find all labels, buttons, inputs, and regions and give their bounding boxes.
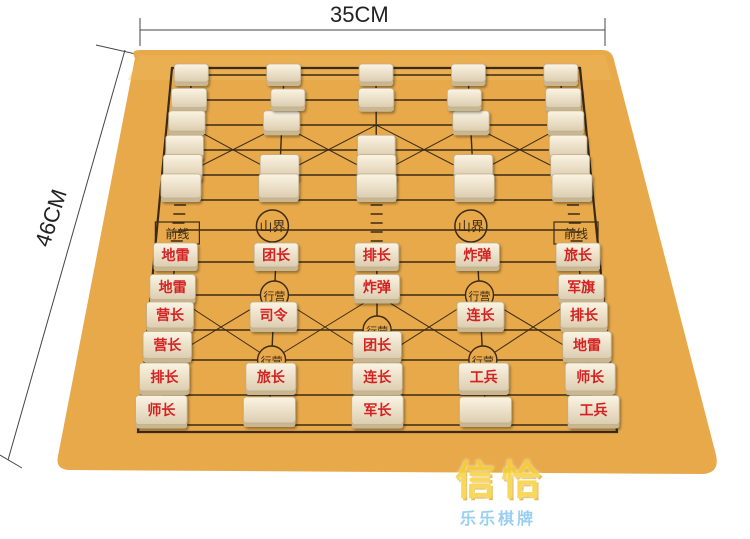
piece-label: 师长 (147, 402, 176, 419)
piece-label: 工兵 (470, 369, 498, 386)
hidden-piece[interactable] (270, 88, 306, 111)
red-piece[interactable]: 排长 (560, 301, 608, 332)
piece-label: 司令 (260, 307, 289, 324)
red-piece[interactable]: 团长 (253, 242, 299, 271)
red-piece[interactable]: 旅长 (245, 362, 297, 395)
piece-label: 炸弹 (463, 247, 491, 264)
red-piece[interactable]: 营长 (146, 301, 194, 332)
hidden-piece[interactable] (358, 63, 394, 86)
red-piece[interactable]: 地雷 (149, 274, 196, 304)
red-piece[interactable]: 地雷 (153, 242, 198, 271)
red-piece[interactable]: 团长 (352, 331, 402, 363)
camp-marker-label: 山界 (458, 220, 484, 235)
piece-label: 连长 (467, 307, 496, 324)
piece-label: 团长 (363, 337, 392, 354)
red-piece[interactable]: 旅长 (555, 242, 601, 271)
width-dimension-label: 35CM (330, 2, 389, 27)
hidden-piece[interactable] (545, 88, 582, 112)
piece-label: 团长 (262, 247, 291, 264)
station-label: 行营 (263, 289, 285, 303)
piece-label: 排长 (150, 369, 179, 386)
red-piece[interactable]: 工兵 (458, 362, 510, 395)
red-piece[interactable]: 炸弹 (454, 242, 500, 271)
piece-label: 师长 (576, 369, 605, 386)
hidden-piece[interactable] (173, 63, 209, 86)
piece-label: 军长 (363, 402, 392, 419)
hidden-piece[interactable] (551, 173, 593, 202)
piece-label: 工兵 (580, 402, 608, 419)
piece-label: 排长 (363, 247, 392, 264)
piece-label: 旅长 (257, 369, 286, 386)
hidden-piece[interactable] (266, 63, 302, 86)
piece-label: 连长 (363, 369, 392, 386)
hidden-piece[interactable] (160, 173, 202, 202)
piece-label: 营长 (156, 307, 185, 324)
red-piece[interactable]: 师长 (135, 395, 188, 429)
red-piece[interactable]: 连长 (456, 301, 505, 332)
red-piece[interactable]: 炸弹 (353, 274, 401, 304)
camp-marker-circle (255, 209, 290, 243)
hidden-piece[interactable] (452, 110, 490, 136)
red-piece[interactable]: 司令 (249, 301, 298, 332)
diagonal-line (376, 294, 484, 361)
hidden-piece[interactable] (446, 88, 482, 111)
red-piece[interactable]: 连长 (351, 362, 403, 395)
hidden-piece[interactable] (170, 88, 207, 112)
red-piece[interactable]: 军长 (351, 395, 404, 429)
frontline-label: 前线 (564, 226, 588, 241)
blank-piece[interactable] (243, 396, 296, 427)
station-label: 行营 (468, 289, 490, 303)
hidden-piece[interactable] (547, 110, 585, 136)
brand-watermark-sub: 乐乐棋牌 (460, 509, 537, 528)
red-piece[interactable]: 排长 (138, 362, 190, 395)
hidden-piece[interactable] (451, 63, 486, 86)
hidden-piece[interactable] (453, 173, 495, 202)
hidden-piece[interactable] (262, 110, 301, 136)
piece-label: 排长 (570, 307, 599, 324)
hidden-piece[interactable] (258, 173, 300, 202)
red-piece[interactable]: 工兵 (567, 395, 620, 429)
piece-label: 地雷 (162, 247, 190, 264)
red-piece[interactable]: 排长 (354, 242, 400, 271)
piece-label: 营长 (153, 337, 182, 354)
red-piece[interactable]: 师长 (564, 362, 616, 395)
frontline-label: 前线 (165, 226, 189, 241)
hidden-piece[interactable] (543, 63, 579, 86)
hidden-piece[interactable] (168, 110, 206, 136)
hidden-piece[interactable] (356, 173, 397, 202)
piece-label: 地雷 (573, 337, 601, 354)
camp-marker-circle (454, 209, 488, 243)
diagonal-line (271, 294, 378, 361)
camp-marker-label: 山界 (259, 220, 285, 235)
piece-label: 旅长 (564, 247, 593, 264)
red-piece[interactable]: 地雷 (562, 331, 612, 363)
piece-label: 地雷 (159, 279, 187, 296)
red-piece[interactable]: 营长 (142, 331, 192, 363)
pieces-layer: 地雷团长排长炸弹旅长地雷炸弹军旗营长司令连长排长营长团长地雷排长旅长连长工兵师长… (135, 63, 620, 429)
hidden-piece[interactable] (358, 88, 395, 112)
brand-watermark: 信恰 (455, 458, 547, 504)
piece-label: 军旗 (567, 279, 595, 296)
blank-piece[interactable] (459, 396, 512, 427)
dimension-lines (0, 18, 606, 469)
red-piece[interactable]: 军旗 (558, 274, 605, 304)
piece-label: 炸弹 (363, 279, 391, 296)
